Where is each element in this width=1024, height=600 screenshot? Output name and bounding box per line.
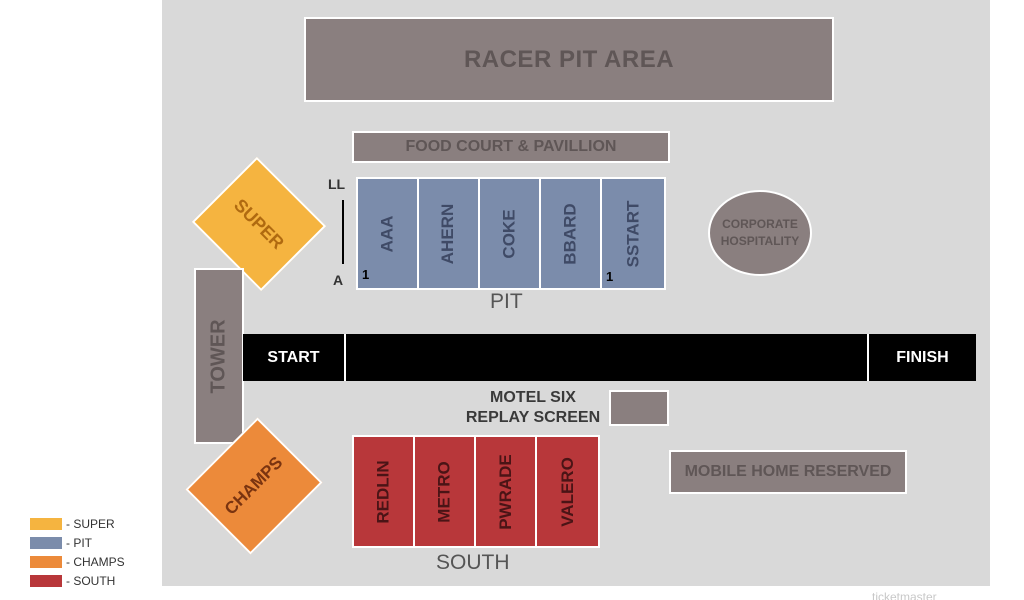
legend-swatch — [30, 574, 62, 587]
legend-label: - SUPER — [66, 516, 115, 531]
south-section-metro[interactable]: METRO — [413, 435, 476, 548]
pit-section-label: BBARD — [560, 202, 580, 265]
race-track: START FINISH — [243, 334, 976, 381]
pit-seat-left-number: 1 — [362, 267, 370, 282]
tower-label: TOWER — [207, 318, 230, 394]
track-straight — [346, 334, 869, 381]
pit-row-top-label: LL — [328, 176, 346, 192]
pit-section-label: SSTART — [623, 200, 642, 267]
legend-item-champs: - CHAMPS — [30, 552, 125, 571]
legend-swatch — [30, 536, 62, 549]
pit-section-label: AAA — [377, 215, 397, 252]
pit-section-label: COKE — [499, 208, 519, 259]
finish-line[interactable]: FINISH — [896, 348, 949, 366]
legend-swatch — [30, 555, 62, 568]
pit-section-aaa[interactable]: AAA — [356, 177, 419, 290]
legend-label: - CHAMPS — [66, 554, 125, 569]
champs-label: CHAMPS — [220, 452, 287, 519]
food-court-pavillion[interactable]: FOOD COURT & PAVILLION — [352, 131, 670, 163]
pit-label: PIT — [490, 290, 523, 313]
south-label: SOUTH — [436, 551, 510, 574]
south-section-label: METRO — [434, 460, 454, 523]
pit-row-range-line — [342, 200, 344, 264]
legend-label: - SOUTH — [66, 573, 116, 588]
motel-six-label: MOTEL SIX — [490, 389, 576, 406]
ticketmaster-watermark: ticketmaster — [872, 590, 937, 600]
pit-section-ahern[interactable]: AHERN — [417, 177, 480, 290]
legend-swatch — [30, 517, 62, 530]
super-label: SUPER — [230, 194, 289, 253]
corporate-label-line1: CORPORATE — [722, 217, 798, 231]
pit-section-bbard[interactable]: BBARD — [539, 177, 602, 290]
south-section-label: VALERO — [557, 456, 577, 527]
legend-item-super: - SUPER — [30, 514, 125, 533]
legend-item-pit: - PIT — [30, 533, 125, 552]
legend-item-south: - SOUTH — [30, 571, 125, 590]
corporate-hospitality[interactable]: CORPORATE HOSPITALITY — [708, 190, 812, 276]
legend-label: - PIT — [66, 535, 92, 550]
pit-section-coke[interactable]: COKE — [478, 177, 541, 290]
start-line[interactable]: START — [243, 334, 346, 381]
legend: - SUPER - PIT - CHAMPS - SOUTH — [30, 514, 125, 590]
pit-seat-right-number: 1 — [606, 269, 614, 284]
mobile-home-reserved[interactable]: MOBILE HOME RESERVED — [669, 450, 907, 494]
racer-pit-area[interactable]: RACER PIT AREA — [304, 17, 834, 102]
south-section-label: PWRADE — [495, 453, 515, 530]
south-section-redlin[interactable]: REDLIN — [352, 435, 415, 548]
corporate-label-line2: HOSPITALITY — [720, 234, 800, 248]
south-section-pwrade[interactable]: PWRADE — [474, 435, 537, 548]
replay-screen-label: REPLAY SCREEN — [465, 409, 601, 426]
south-section-label: REDLIN — [373, 459, 393, 524]
pit-row-bottom-label: A — [333, 272, 344, 288]
replay-screen[interactable] — [609, 390, 669, 426]
pit-section-sstart[interactable]: SSTART — [600, 177, 666, 290]
pit-section-label: AHERN — [438, 203, 458, 264]
south-section-valero[interactable]: VALERO — [535, 435, 600, 548]
tower[interactable]: TOWER — [194, 268, 244, 444]
